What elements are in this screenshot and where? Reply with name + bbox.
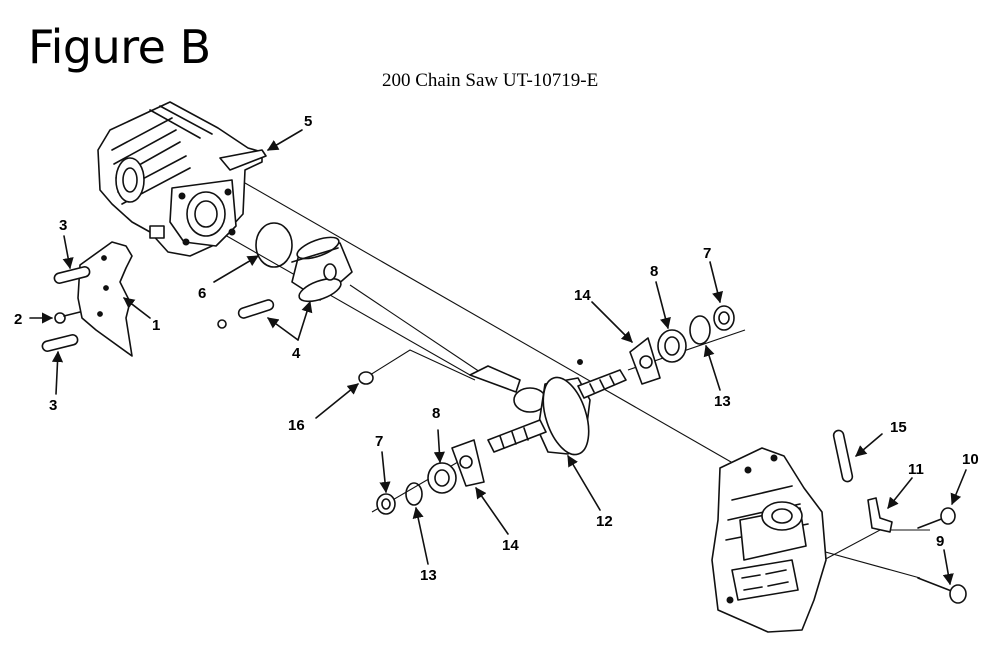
callout-9: 9 <box>936 533 944 550</box>
needle-bearing-ball <box>358 371 374 385</box>
crankshaft <box>469 359 627 456</box>
piston-ring <box>255 222 293 268</box>
wrist-pin <box>237 299 275 319</box>
crankcase-screw-short <box>917 507 956 529</box>
callout-7-left: 7 <box>375 433 383 450</box>
dowel-pin-upper <box>53 266 91 284</box>
retaining-ring-right <box>689 315 711 345</box>
main-bearing-left <box>427 462 457 494</box>
callout-13-right: 13 <box>714 393 731 410</box>
callout-5: 5 <box>304 113 312 130</box>
callout-8-right: 8 <box>650 263 658 280</box>
callout-14-left: 14 <box>502 537 519 554</box>
callout-3-upper: 3 <box>59 217 67 234</box>
wrist-pin-clip <box>217 319 227 329</box>
callout-10: 10 <box>962 451 979 468</box>
diagram-caption: 200 Chain Saw UT-10719-E <box>382 70 599 91</box>
figure-title: Figure B <box>28 20 211 74</box>
callout-6: 6 <box>198 285 206 302</box>
main-bearing-right <box>657 329 687 363</box>
impulse-tube <box>832 429 854 483</box>
callout-3-lower: 3 <box>49 397 57 414</box>
piston <box>291 236 353 303</box>
elbow-fitting <box>867 497 893 533</box>
retaining-ring-left <box>405 482 423 506</box>
callout-13-left: 13 <box>420 567 437 584</box>
leader-arrows <box>29 129 967 586</box>
callout-11: 11 <box>908 461 924 478</box>
callout-12: 12 <box>596 513 613 530</box>
crankcase-screw-long <box>917 577 967 604</box>
callout-7-right: 7 <box>703 245 711 262</box>
callout-14-right: 14 <box>574 287 591 304</box>
seal-plate-right <box>629 337 661 385</box>
callout-8-left: 8 <box>432 405 440 422</box>
callout-15: 15 <box>890 419 907 436</box>
callout-2: 2 <box>14 311 22 328</box>
seal-plate-left <box>451 439 485 487</box>
callout-4: 4 <box>292 345 301 362</box>
cylinder-part <box>97 101 267 257</box>
dowel-pin-lower <box>41 334 79 352</box>
callout-1: 1 <box>152 317 160 334</box>
crankcase <box>711 447 827 633</box>
oil-seal-right <box>713 305 735 331</box>
callout-16: 16 <box>288 417 305 434</box>
heat-shield-plate <box>77 241 133 357</box>
oil-seal-left <box>376 493 396 515</box>
shield-screw <box>54 311 81 324</box>
